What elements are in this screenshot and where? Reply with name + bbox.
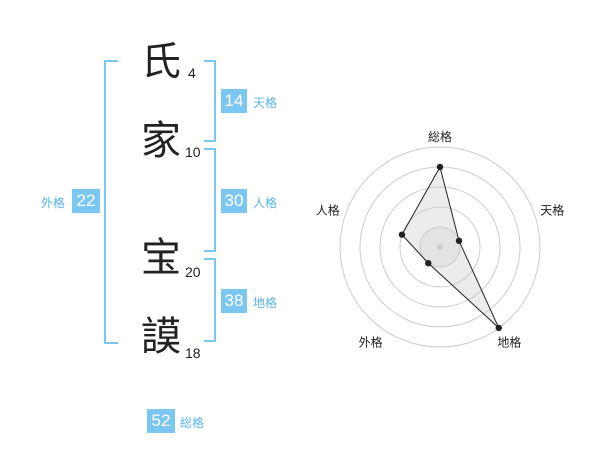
gaikaku-bracket	[104, 60, 118, 344]
soukaku-label: 総格	[180, 416, 205, 430]
tenkaku-label: 天格	[253, 96, 278, 110]
surname-char-2: 家	[141, 118, 181, 164]
radar-polygon	[401, 165, 500, 329]
radar-point-2	[455, 237, 463, 245]
tenkaku-value: 14	[221, 89, 247, 113]
radar-center	[437, 244, 443, 250]
surname-char-1-strokes: 4	[188, 65, 196, 81]
jinkaku-label: 人格	[253, 196, 278, 210]
radar-point-3	[495, 324, 502, 332]
given-char-2: 謨	[141, 314, 181, 360]
surname-char-1: 氏	[141, 39, 181, 85]
radar-axis-label-4: 外格	[359, 334, 383, 349]
soukaku-value: 52	[147, 409, 175, 433]
radar-ring-5	[339, 146, 541, 348]
tenkaku-bracket	[204, 60, 216, 142]
jinkaku-value: 30	[221, 189, 247, 213]
gaikaku-value: 22	[72, 189, 100, 213]
radar-point-5	[398, 231, 406, 238]
radar-ring-2	[399, 206, 481, 288]
radar-axis-label-1: 総格	[428, 129, 452, 144]
radar-point-4	[425, 259, 432, 267]
radar-ring-3	[379, 186, 501, 308]
radar-axis-label-5: 人格	[316, 203, 340, 218]
radar-axis-label-2: 天格	[540, 203, 564, 218]
given-char-1-strokes: 20	[185, 264, 201, 280]
given-char-1: 宝	[141, 235, 181, 281]
radar-axis-label-3: 地格	[497, 334, 521, 349]
jinkaku-bracket	[204, 148, 216, 252]
radar-point-1	[436, 163, 444, 171]
gaikaku-label: 外格	[41, 196, 66, 210]
chikaku-bracket	[204, 258, 216, 342]
chikaku-label: 地格	[253, 296, 278, 310]
chikaku-value: 38	[221, 289, 247, 313]
given-char-2-strokes: 18	[185, 345, 201, 361]
surname-char-2-strokes: 10	[185, 144, 201, 160]
